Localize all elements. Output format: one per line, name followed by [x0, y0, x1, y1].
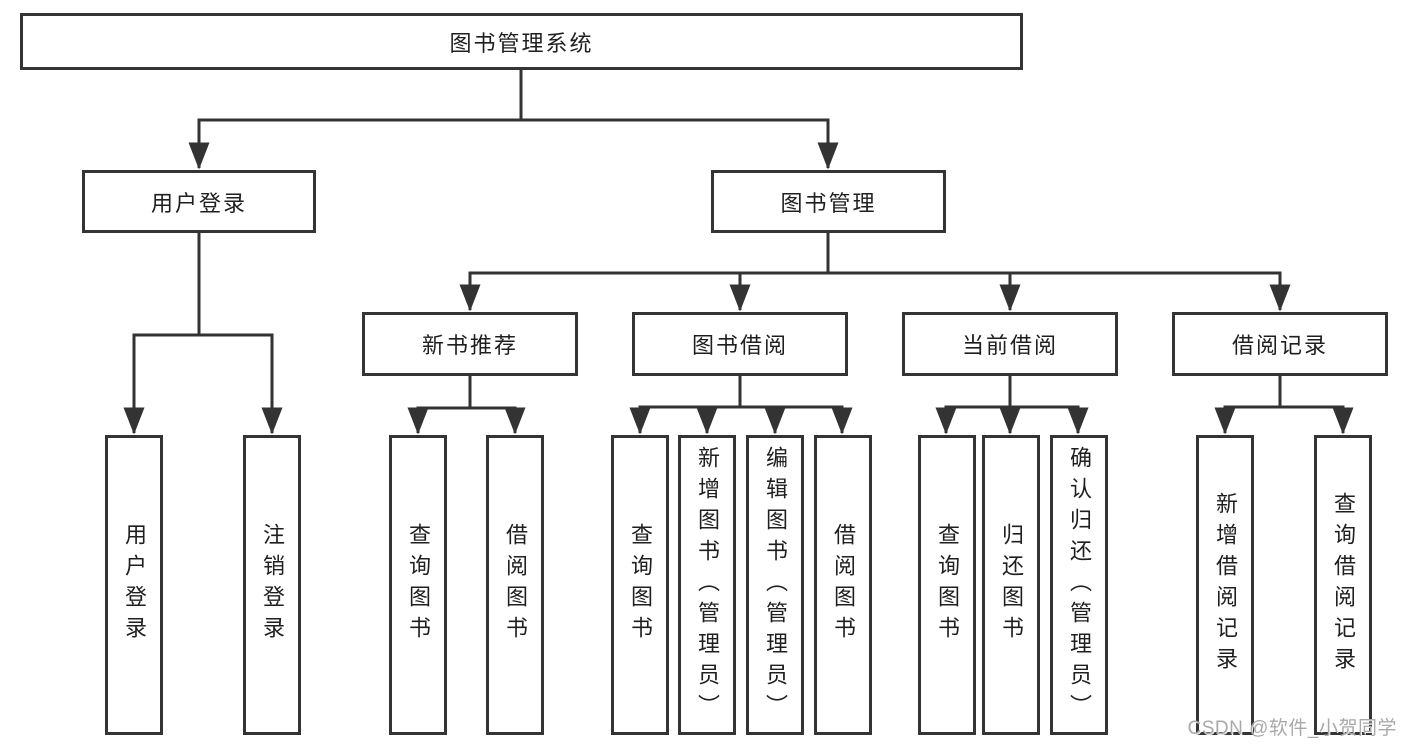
- node-leaf-borrow-books-recommend-label: 借阅图书: [503, 523, 528, 647]
- node-leaf-add-borrow-record: 新增借阅记录: [1196, 435, 1254, 735]
- node-leaf-user-login-label: 用户登录: [122, 523, 147, 647]
- node-new-book-recommendation-label: 新书推荐: [421, 333, 518, 358]
- node-leaf-return-book-label: 归还图书: [999, 523, 1024, 647]
- node-leaf-query-books-current: 查询图书: [918, 435, 976, 735]
- node-book-management: 图书管理: [711, 170, 946, 233]
- node-leaf-query-books-current-label: 查询图书: [935, 523, 960, 647]
- node-root-system: 图书管理系统: [20, 13, 1023, 70]
- node-leaf-confirm-return-admin-label: 确认归还（管理员）: [1067, 445, 1092, 725]
- node-root-system-label: 图书管理系统: [449, 30, 594, 56]
- node-leaf-borrow-books-recommend: 借阅图书: [486, 435, 544, 735]
- node-borrowing-records-label: 借阅记录: [1231, 333, 1328, 358]
- node-leaf-return-book: 归还图书: [982, 435, 1040, 735]
- node-leaf-confirm-return-admin: 确认归还（管理员）: [1050, 435, 1108, 735]
- node-leaf-borrow-books: 借阅图书: [814, 435, 872, 735]
- node-book-management-label: 图书管理: [780, 190, 877, 216]
- node-leaf-query-books-recommend-label: 查询图书: [406, 523, 431, 647]
- node-current-borrowing-label: 当前借阅: [961, 333, 1058, 358]
- node-leaf-add-book-admin: 新增图书（管理员）: [678, 435, 736, 735]
- node-user-login-label: 用户登录: [150, 190, 247, 216]
- node-user-login: 用户登录: [82, 170, 316, 233]
- node-book-borrowing: 图书借阅: [632, 312, 848, 376]
- node-leaf-logout-label: 注销登录: [260, 523, 285, 647]
- node-leaf-add-book-admin-label: 新增图书（管理员）: [695, 445, 720, 725]
- node-book-borrowing-label: 图书借阅: [691, 333, 788, 358]
- node-new-book-recommendation: 新书推荐: [362, 312, 578, 376]
- node-leaf-edit-book-admin-label: 编辑图书（管理员）: [763, 445, 788, 725]
- node-leaf-query-books-borrow: 查询图书: [611, 435, 669, 735]
- node-leaf-query-borrow-record-label: 查询借阅记录: [1331, 492, 1356, 678]
- node-leaf-query-books-recommend: 查询图书: [389, 435, 447, 735]
- node-leaf-add-borrow-record-label: 新增借阅记录: [1213, 492, 1238, 678]
- csdn-watermark: CSDN @软件_小贺同学: [1187, 718, 1397, 739]
- node-leaf-logout: 注销登录: [243, 435, 301, 735]
- node-leaf-query-borrow-record: 查询借阅记录: [1314, 435, 1372, 735]
- node-current-borrowing: 当前借阅: [902, 312, 1118, 376]
- node-leaf-borrow-books-label: 借阅图书: [831, 523, 856, 647]
- node-leaf-user-login: 用户登录: [105, 435, 163, 735]
- node-leaf-edit-book-admin: 编辑图书（管理员）: [746, 435, 804, 735]
- node-borrowing-records: 借阅记录: [1172, 312, 1388, 376]
- node-leaf-query-books-borrow-label: 查询图书: [628, 523, 653, 647]
